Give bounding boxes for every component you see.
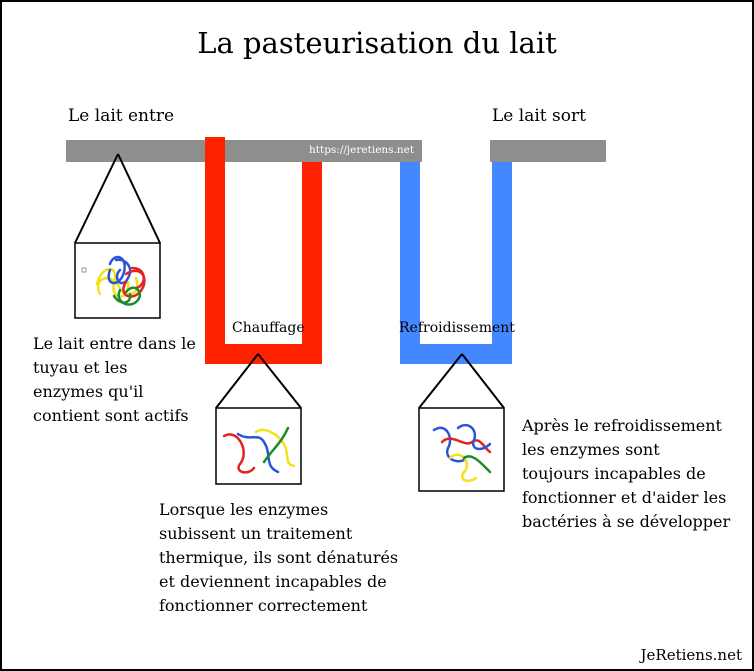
description-line: bactéries à se développer <box>522 512 731 531</box>
watermark-url: https://jeretiens.net <box>309 144 415 156</box>
cooling-description: Après le refroidissement les enzymes son… <box>522 414 730 534</box>
cooling-zoom-callout <box>418 353 505 492</box>
description-line: Après le refroidissement <box>522 416 722 435</box>
milk-out-label: Le lait sort <box>492 106 586 126</box>
description-line: et deviennent incapables de <box>159 572 387 591</box>
heating-label: Chauffage <box>232 320 305 336</box>
still-denatured-enzymes-image <box>432 423 492 483</box>
description-line: les enzymes sont <box>522 440 660 459</box>
brand-signature: JeRetiens.net <box>640 646 742 664</box>
description-line: Le lait entre dans le <box>33 334 196 353</box>
description-line: fonctionner correctement <box>159 596 368 615</box>
description-line: tuyau et les <box>33 358 128 377</box>
description-line: Lorsque les enzymes <box>159 500 329 519</box>
description-line: toujours incapables de <box>522 464 706 483</box>
description-line: fonctionner et d'aider les <box>522 488 727 507</box>
outlet-pipe <box>490 140 606 162</box>
milk-in-description: Le lait entre dans le tuyau et les enzym… <box>33 332 196 428</box>
active-enzymes-image <box>81 255 146 306</box>
milk-in-label: Le lait entre <box>68 106 175 126</box>
description-line: subissent un traitement <box>159 524 353 543</box>
inlet-pipe <box>66 140 308 162</box>
inlet-zoom-callout <box>74 153 161 319</box>
heating-pipe <box>205 137 322 364</box>
description-line: contient sont actifs <box>33 406 189 425</box>
heating-zoom-callout <box>215 353 302 485</box>
cooling-label: Refroidissement <box>399 320 515 336</box>
cooling-pipe <box>400 162 512 364</box>
description-line: enzymes qu'il <box>33 382 144 401</box>
denatured-enzymes-image <box>222 426 296 474</box>
middle-pipe <box>302 140 422 162</box>
page-title: La pasteurisation du lait <box>197 26 557 60</box>
heating-description: Lorsque les enzymes subissent un traitem… <box>159 498 398 618</box>
description-line: thermique, ils sont dénaturés <box>159 548 399 567</box>
